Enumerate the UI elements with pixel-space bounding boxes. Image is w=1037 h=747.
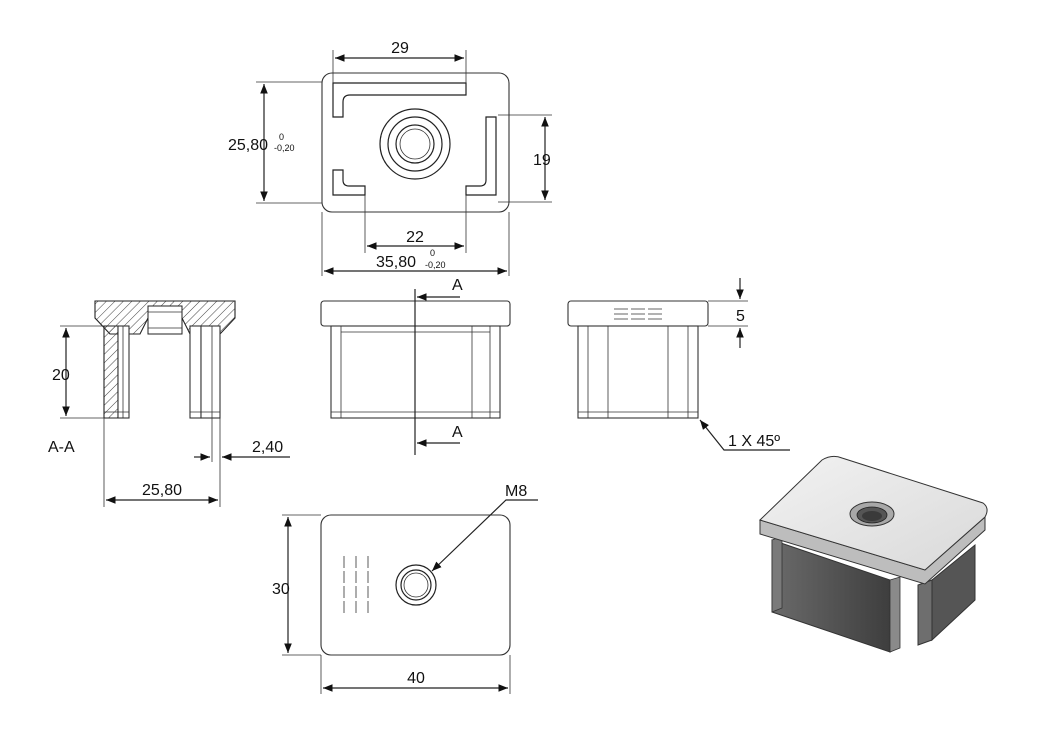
section-left-wall xyxy=(103,325,119,419)
side-vent-slots xyxy=(614,308,662,320)
section-view: 20 A-A 2,40 25,80 xyxy=(48,300,290,507)
section-label: A-A xyxy=(48,439,75,456)
top-slot xyxy=(332,82,467,118)
dim-section-width: 25,80 xyxy=(142,482,182,499)
dim-overall-width: 35,80 xyxy=(376,254,416,271)
section-right-inner xyxy=(189,325,202,419)
dim-side-height: 19 xyxy=(533,152,551,169)
top-view-outline xyxy=(321,72,510,213)
dim-chamfer: 1 X 45º xyxy=(728,433,780,450)
section-left-inner xyxy=(117,325,130,419)
chamfer-leader xyxy=(699,419,790,451)
thread-leader xyxy=(431,499,538,572)
boss-inner xyxy=(387,116,443,172)
bottom-hole-outer xyxy=(395,564,437,606)
dim-height-tol-lower: -0,20 xyxy=(274,143,295,153)
dim-bottom-height: 30 xyxy=(272,581,290,598)
dim-height-tol-upper: 0 xyxy=(279,132,284,142)
boss-outer xyxy=(379,108,451,180)
iso-right-post xyxy=(917,579,933,646)
thread-hole xyxy=(395,124,435,164)
thread-minor xyxy=(399,128,431,160)
left-slot xyxy=(332,169,366,196)
side-view: 5 1 X 45º xyxy=(567,278,790,451)
top-view: 29 25,80 0 -0,20 19 22 35,80 0 -0,20 xyxy=(228,40,552,276)
iso-side-wall xyxy=(931,543,976,642)
right-slot xyxy=(465,116,497,196)
bottom-vent-slots xyxy=(343,556,369,614)
isometric-render xyxy=(759,455,988,653)
dim-overall-tol-upper: 0 xyxy=(430,248,435,258)
front-view: A A xyxy=(320,277,511,455)
dim-cap-thickness: 5 xyxy=(736,308,745,325)
dim-wall: 2,40 xyxy=(252,439,283,456)
bottom-outline xyxy=(320,514,511,656)
dim-overall-tol-lower: -0,20 xyxy=(425,260,446,270)
side-body xyxy=(577,325,699,419)
section-marker-bottom: A xyxy=(452,424,463,441)
section-hole xyxy=(147,305,183,335)
dim-top-width: 29 xyxy=(391,40,409,57)
section-right-wall xyxy=(200,325,221,419)
side-cap xyxy=(567,300,709,327)
dim-inner-width: 22 xyxy=(406,229,424,246)
bottom-view: M8 30 40 xyxy=(272,483,538,694)
bottom-hole-inner xyxy=(400,569,432,601)
section-marker-top: A xyxy=(452,277,463,294)
dim-section-height: 20 xyxy=(52,367,70,384)
dim-height-main: 25,80 xyxy=(228,137,268,154)
thread-callout: M8 xyxy=(505,483,527,500)
dim-bottom-width: 40 xyxy=(407,670,425,687)
